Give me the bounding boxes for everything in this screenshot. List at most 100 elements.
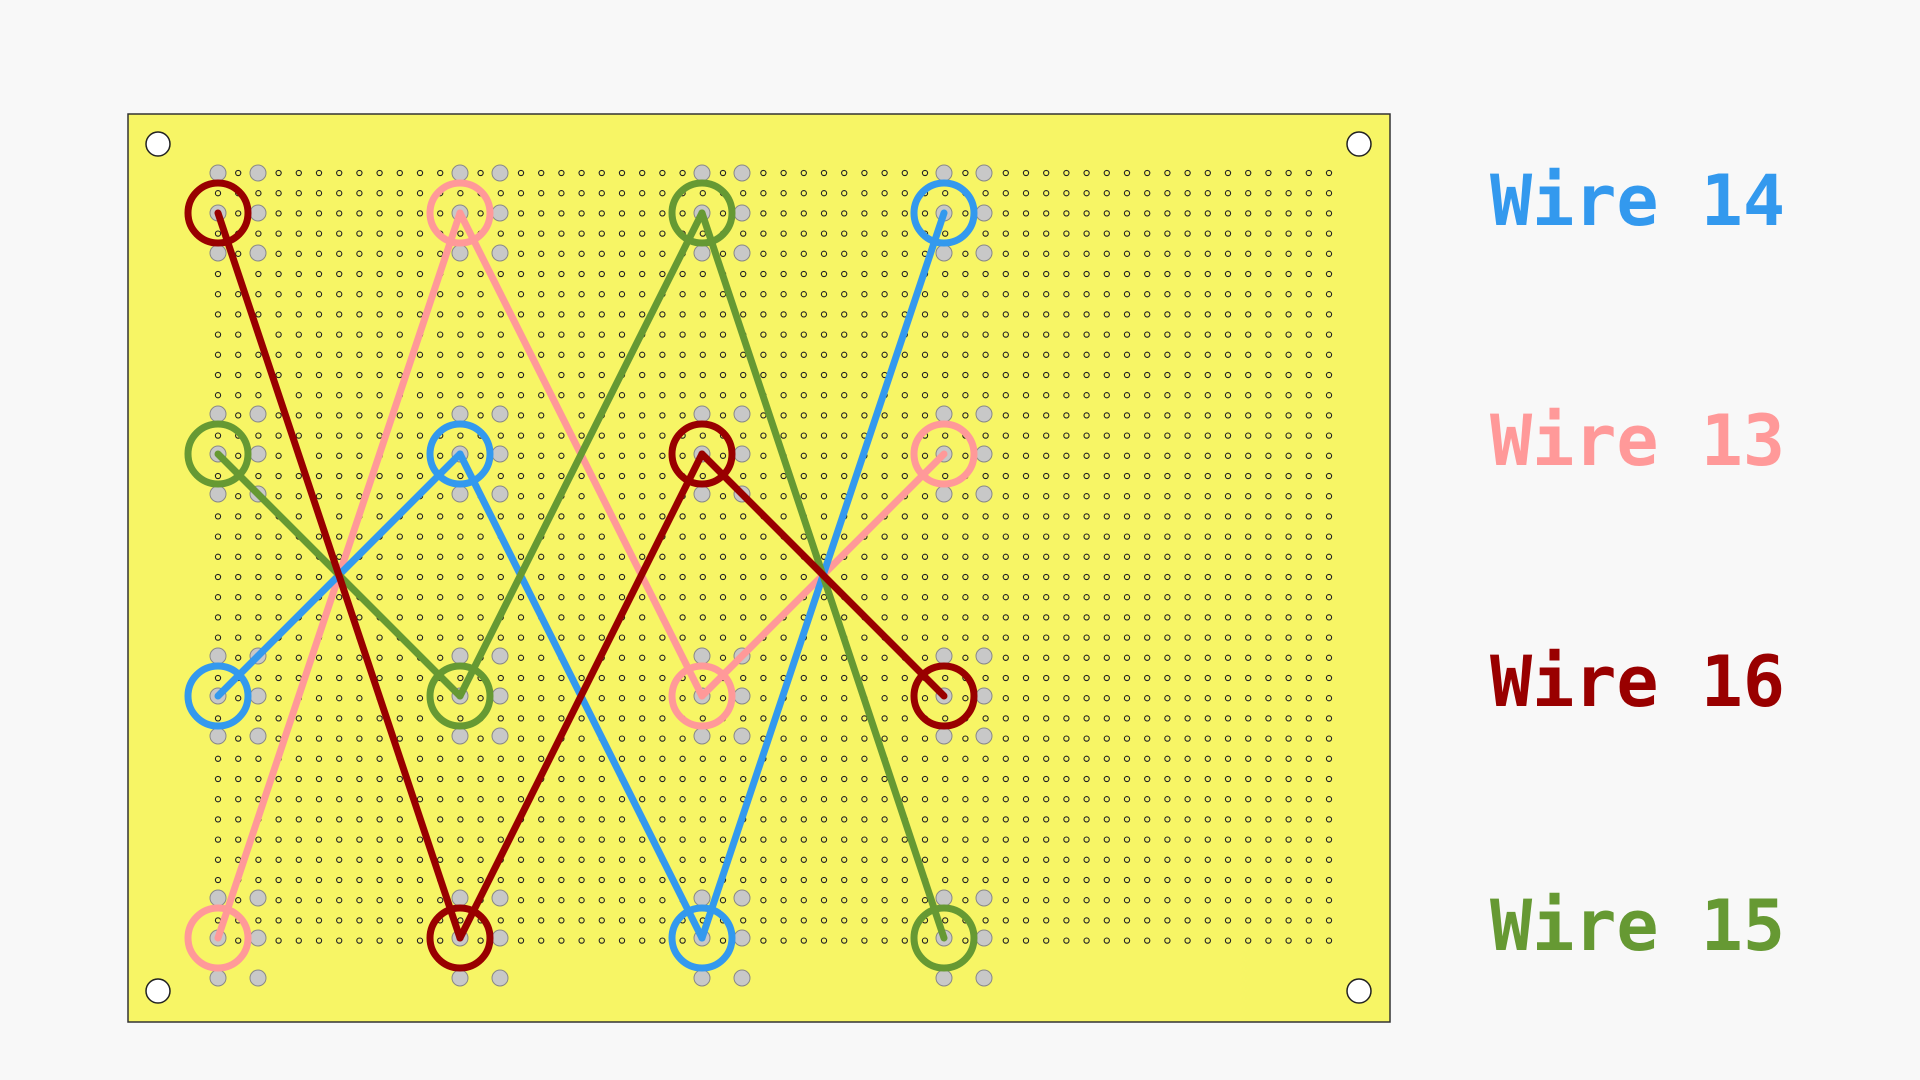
board-hole	[1184, 654, 1191, 661]
board-hole	[416, 695, 424, 702]
wire-13-endpoint-ring	[184, 904, 252, 972]
board-hole	[1224, 270, 1232, 278]
board-hole	[315, 311, 323, 318]
board-hole	[921, 614, 929, 621]
board-hole	[1083, 917, 1090, 924]
board-hole	[538, 553, 545, 560]
board-hole	[517, 755, 525, 762]
board-hole	[1224, 594, 1232, 601]
board-hole	[396, 876, 403, 884]
board-hole	[1325, 250, 1333, 257]
board-hole	[740, 190, 747, 197]
board-hole	[1043, 856, 1050, 863]
board-hole	[336, 876, 343, 884]
board-hole	[780, 816, 787, 823]
board-hole	[1103, 573, 1110, 581]
board-hole	[639, 250, 646, 257]
board-hole	[558, 533, 565, 540]
board-hole	[1144, 452, 1151, 459]
board-hole	[1224, 674, 1232, 682]
board-hole	[558, 169, 565, 177]
board-hole	[719, 371, 727, 379]
board-hole	[315, 897, 323, 904]
board-hole	[214, 876, 222, 884]
board-hole	[336, 654, 343, 661]
board-hole	[1245, 371, 1252, 379]
board-hole	[497, 715, 504, 722]
board-hole	[356, 654, 363, 661]
board-hole	[477, 836, 484, 843]
board-hole	[1083, 634, 1090, 641]
board-hole	[255, 715, 262, 722]
board-hole	[962, 634, 969, 641]
board-hole	[1204, 634, 1211, 641]
board-hole	[1063, 351, 1070, 358]
board-hole	[517, 493, 525, 500]
board-hole	[295, 210, 302, 217]
board-hole	[598, 331, 605, 338]
board-hole	[1164, 573, 1171, 581]
board-hole	[517, 210, 525, 217]
board-hole	[841, 351, 848, 358]
board-hole	[255, 432, 262, 439]
board-hole	[255, 371, 262, 379]
board-hole	[740, 674, 747, 682]
board-hole	[820, 533, 828, 540]
board-hole	[1083, 856, 1090, 863]
board-hole	[1103, 634, 1110, 641]
board-hole	[1184, 695, 1191, 702]
board-hole	[538, 351, 545, 358]
board-hole	[1022, 190, 1030, 197]
board-hole	[760, 533, 767, 540]
board-hole	[699, 573, 706, 581]
board-hole	[255, 291, 262, 298]
board-hole	[760, 270, 767, 278]
board-hole	[719, 250, 727, 257]
board-hole	[901, 432, 908, 439]
board-hole	[336, 230, 343, 237]
board-hole	[1245, 897, 1252, 904]
board-hole	[1245, 270, 1252, 278]
connector-pad	[733, 445, 751, 463]
board-hole	[1002, 674, 1009, 682]
connector-pad	[249, 445, 267, 463]
board-hole	[1305, 695, 1312, 702]
board-hole	[1123, 351, 1131, 358]
board-hole	[315, 775, 323, 783]
board-hole	[1144, 654, 1151, 661]
board-hole	[558, 270, 565, 278]
board-hole	[962, 270, 969, 278]
board-hole	[1245, 553, 1252, 560]
board-hole	[1184, 937, 1191, 944]
board-hole	[396, 856, 403, 863]
board-hole	[255, 775, 262, 783]
board-hole	[356, 311, 363, 318]
board-hole	[942, 392, 949, 399]
board-hole	[820, 169, 828, 177]
board-hole	[578, 634, 585, 641]
board-hole	[982, 371, 989, 379]
board-hole	[1204, 937, 1211, 944]
board-hole	[336, 695, 343, 702]
board-hole	[1063, 816, 1070, 823]
board-hole	[820, 634, 828, 641]
board-hole	[861, 735, 868, 742]
board-hole	[235, 937, 242, 944]
board-hole	[1224, 755, 1232, 762]
board-hole	[699, 331, 706, 338]
board-hole	[517, 654, 525, 661]
board-hole	[1265, 614, 1272, 621]
connector-pad	[733, 687, 751, 705]
board-hole	[1123, 775, 1131, 783]
board-hole	[235, 311, 242, 318]
board-hole	[942, 351, 949, 358]
board-hole	[315, 371, 323, 379]
board-hole	[315, 856, 323, 863]
board-hole	[376, 573, 383, 581]
board-hole	[719, 816, 727, 823]
board-hole	[780, 351, 787, 358]
board-hole	[861, 836, 868, 843]
board-hole	[1083, 412, 1090, 419]
board-hole	[679, 876, 686, 884]
board-hole	[1002, 654, 1009, 661]
